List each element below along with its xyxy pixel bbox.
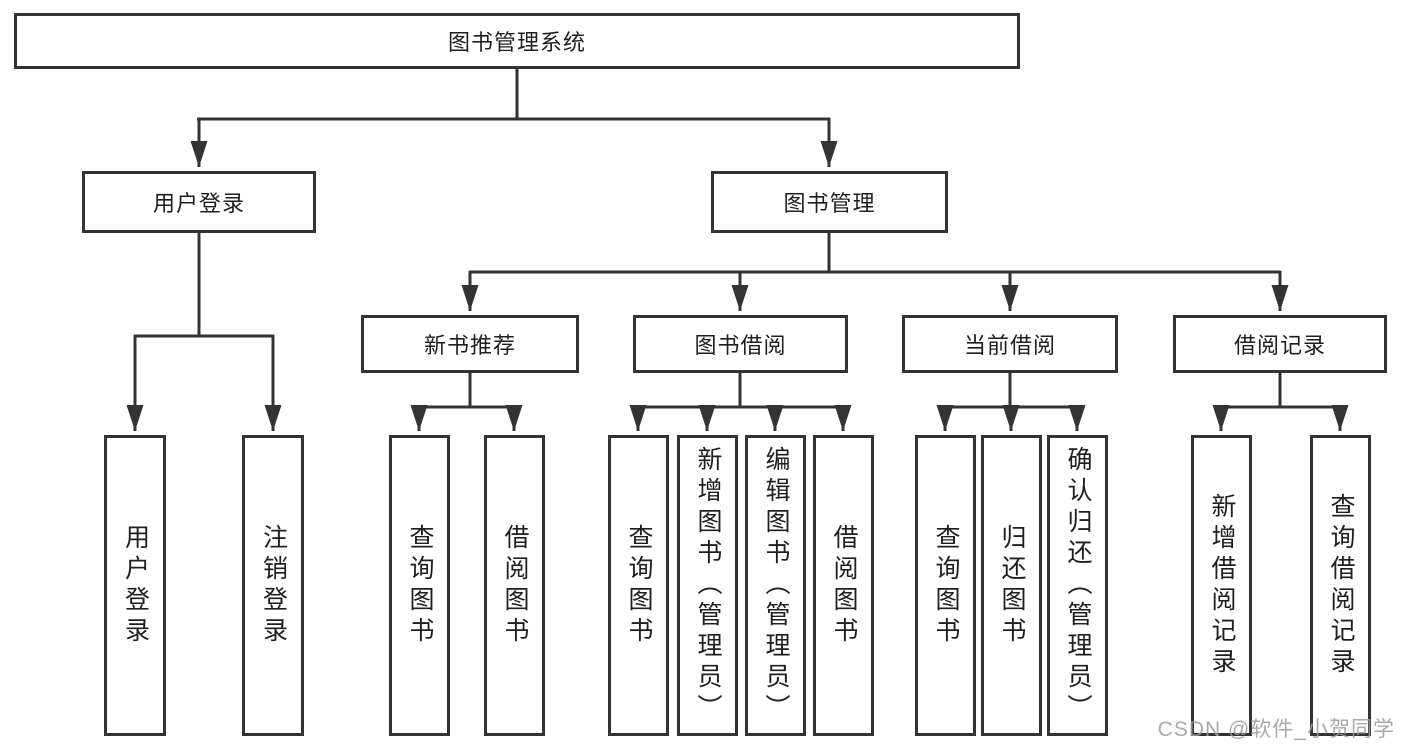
node-leaf-logout: 注销登录 [242,435,304,736]
node-new-book-recommend: 新书推荐 [361,315,579,373]
node-leaf-confirm-return-admin: 确认归还（管理员） [1047,435,1108,736]
csdn-watermark: CSDN @软件_小贺同学 [1157,718,1395,741]
node-leaf-query-books-1: 查询图书 [389,435,450,736]
node-borrowing-records: 借阅记录 [1173,315,1387,373]
node-book-management-branch: 图书管理 [711,171,948,233]
node-book-borrowing: 图书借阅 [633,315,848,373]
node-leaf-add-borrow-record: 新增借阅记录 [1191,435,1252,736]
node-user-login-branch: 用户登录 [82,171,316,233]
node-leaf-borrow-books-1: 借阅图书 [484,435,545,736]
node-leaf-user-login: 用户登录 [104,435,166,736]
node-leaf-add-books-admin: 新增图书（管理员） [677,435,738,736]
node-leaf-query-books-2: 查询图书 [608,435,669,736]
node-leaf-return-books: 归还图书 [981,435,1042,736]
node-root-library-system: 图书管理系统 [14,13,1020,69]
node-leaf-borrow-books-2: 借阅图书 [813,435,874,736]
node-current-borrowing: 当前借阅 [902,315,1118,373]
node-leaf-query-borrow-record: 查询借阅记录 [1310,435,1371,736]
node-leaf-query-books-3: 查询图书 [915,435,976,736]
node-leaf-edit-books-admin: 编辑图书（管理员） [745,435,806,736]
